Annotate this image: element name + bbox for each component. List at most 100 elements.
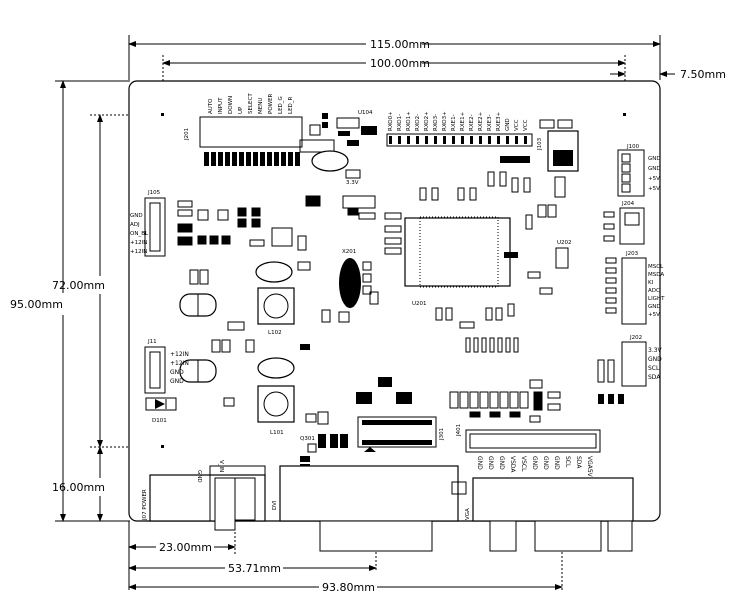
j11-pin-12b: +12IN bbox=[170, 360, 189, 367]
u104-area: U104 3.3V bbox=[299, 110, 377, 186]
inductor-l102: L102 bbox=[255, 261, 311, 336]
j204-label: J204 bbox=[621, 201, 635, 207]
diode-d101: D101 bbox=[145, 397, 177, 424]
j11-pin-12a: +12IN bbox=[170, 351, 189, 358]
menu-key-label: LED_R bbox=[288, 96, 294, 114]
q301-label: Q301 bbox=[300, 436, 315, 442]
vga-connector: VGA bbox=[465, 477, 634, 552]
menu-key-label: INPUT bbox=[218, 97, 224, 114]
j201-body bbox=[199, 116, 303, 148]
lvds-pin-label: RXE1- bbox=[451, 114, 457, 131]
vga-pin-label: GND bbox=[498, 456, 505, 470]
power-jack-label: J07 POWER bbox=[142, 489, 148, 521]
lvds-pin bbox=[434, 136, 437, 144]
resistor-array-mid bbox=[465, 337, 519, 353]
vga-label: VGA bbox=[465, 508, 471, 520]
l102-label: L102 bbox=[268, 330, 282, 336]
lvds-pin-label: RXE2+ bbox=[478, 111, 484, 131]
vga-pin-label: SCL bbox=[564, 456, 571, 468]
j203-label: J203 bbox=[625, 251, 639, 257]
connector-j11: J11 +12IN +12IN GND GND bbox=[144, 339, 189, 394]
lvds-pin bbox=[470, 136, 473, 144]
lvds-pin bbox=[407, 136, 410, 144]
main-ic-u201: U201 U202 bbox=[404, 171, 572, 329]
vga-pin-label: SDA bbox=[575, 456, 582, 469]
lvds-pin bbox=[416, 136, 419, 144]
lvds-pin-label: RXO2- bbox=[415, 114, 421, 131]
j105-pin-gnd: GND bbox=[130, 213, 143, 219]
lvds-pin-label: RXE3- bbox=[487, 114, 493, 131]
x201-label: X201 bbox=[342, 249, 356, 255]
u201-label: U201 bbox=[412, 301, 427, 307]
j203-pin-label: GND bbox=[648, 304, 661, 310]
crystal-small bbox=[311, 150, 349, 172]
cap-group-center bbox=[342, 195, 402, 255]
j401-label: J401 bbox=[456, 424, 462, 437]
mounting-holes bbox=[161, 113, 626, 448]
dim-label-72: 72.00mm bbox=[52, 279, 105, 292]
j203-pin-label: +5V bbox=[648, 312, 660, 318]
lvds-pin-label: VCC bbox=[514, 119, 520, 131]
lvds-pin bbox=[497, 136, 500, 144]
dim-label-16: 16.00mm bbox=[52, 481, 105, 494]
connector-j204: J204 bbox=[603, 201, 645, 245]
lvds-pin-label: RXO3- bbox=[433, 114, 439, 131]
components-bottom-mid bbox=[449, 379, 561, 423]
lvds-pin bbox=[461, 136, 464, 144]
lvds-pin-label: RXE1+ bbox=[460, 111, 466, 131]
menu-key-label: SELECT bbox=[248, 93, 254, 114]
j203-pin-label: LIGHT bbox=[648, 296, 665, 302]
lvds-pin bbox=[524, 136, 527, 144]
label-3v3: 3.3V bbox=[346, 180, 359, 186]
lvds-pin-label: RXE3+ bbox=[496, 111, 502, 131]
lvds-pin bbox=[452, 136, 455, 144]
j105-pin-12b: +12IN bbox=[130, 249, 147, 255]
j105-pin-onbl: ON_BL bbox=[130, 231, 149, 237]
j203-pin-label: MSDA bbox=[648, 272, 664, 278]
menu-key-label: POWER bbox=[268, 93, 274, 114]
mounting-hole-bl bbox=[161, 445, 164, 448]
lvds-pin-ticks bbox=[389, 136, 527, 144]
lvds-pin bbox=[443, 136, 446, 144]
components-left-center bbox=[177, 195, 321, 251]
lvds-pin-label: RXO2+ bbox=[424, 111, 430, 131]
x201-body bbox=[339, 258, 361, 308]
j100-pin-label: GND bbox=[648, 156, 661, 162]
lvds-pin-labels: VCCVCCGNDRXE3+RXE3-RXE2+RXE2-RXE1+RXE1-R… bbox=[388, 111, 529, 131]
lvds-pin bbox=[398, 136, 401, 144]
j11-pin-gnd2: GND bbox=[170, 378, 184, 385]
j202-label: J202 bbox=[629, 335, 642, 341]
j203-pin-label: ADC bbox=[648, 288, 660, 294]
lvds-pin-label: RXO1- bbox=[397, 114, 403, 131]
menu-key-label: LED_G bbox=[278, 96, 284, 114]
j202-pin-label: SDA bbox=[648, 374, 661, 381]
j201-label: J201 bbox=[184, 128, 190, 141]
dim-label-93: 93.80mm bbox=[322, 581, 375, 594]
power-jack-gnd: GND bbox=[196, 470, 202, 483]
dim-label-100: 100.00mm bbox=[370, 57, 430, 70]
j203-pin-label: KI bbox=[648, 280, 654, 286]
u104-label: U104 bbox=[358, 110, 373, 116]
lvds-pin bbox=[506, 136, 509, 144]
dim-label-115: 115.00mm bbox=[370, 38, 430, 51]
j100-pin-label: +5V bbox=[648, 186, 660, 192]
j100-label: J100 bbox=[626, 144, 640, 150]
inductor-l101: L101 bbox=[211, 339, 310, 436]
u202-label: U202 bbox=[557, 240, 572, 246]
vga-pin-label: GND bbox=[531, 456, 538, 470]
d101-label: D101 bbox=[152, 418, 167, 424]
dim-label-53: 53.71mm bbox=[228, 562, 281, 575]
power-jack: J07 POWER GND V_IN bbox=[142, 460, 266, 531]
menu-key-label: DOWN bbox=[228, 96, 234, 114]
j11-label: J11 bbox=[147, 339, 157, 345]
j301-label: J301 bbox=[439, 428, 445, 441]
lvds-pin-label: VCC bbox=[523, 119, 529, 131]
